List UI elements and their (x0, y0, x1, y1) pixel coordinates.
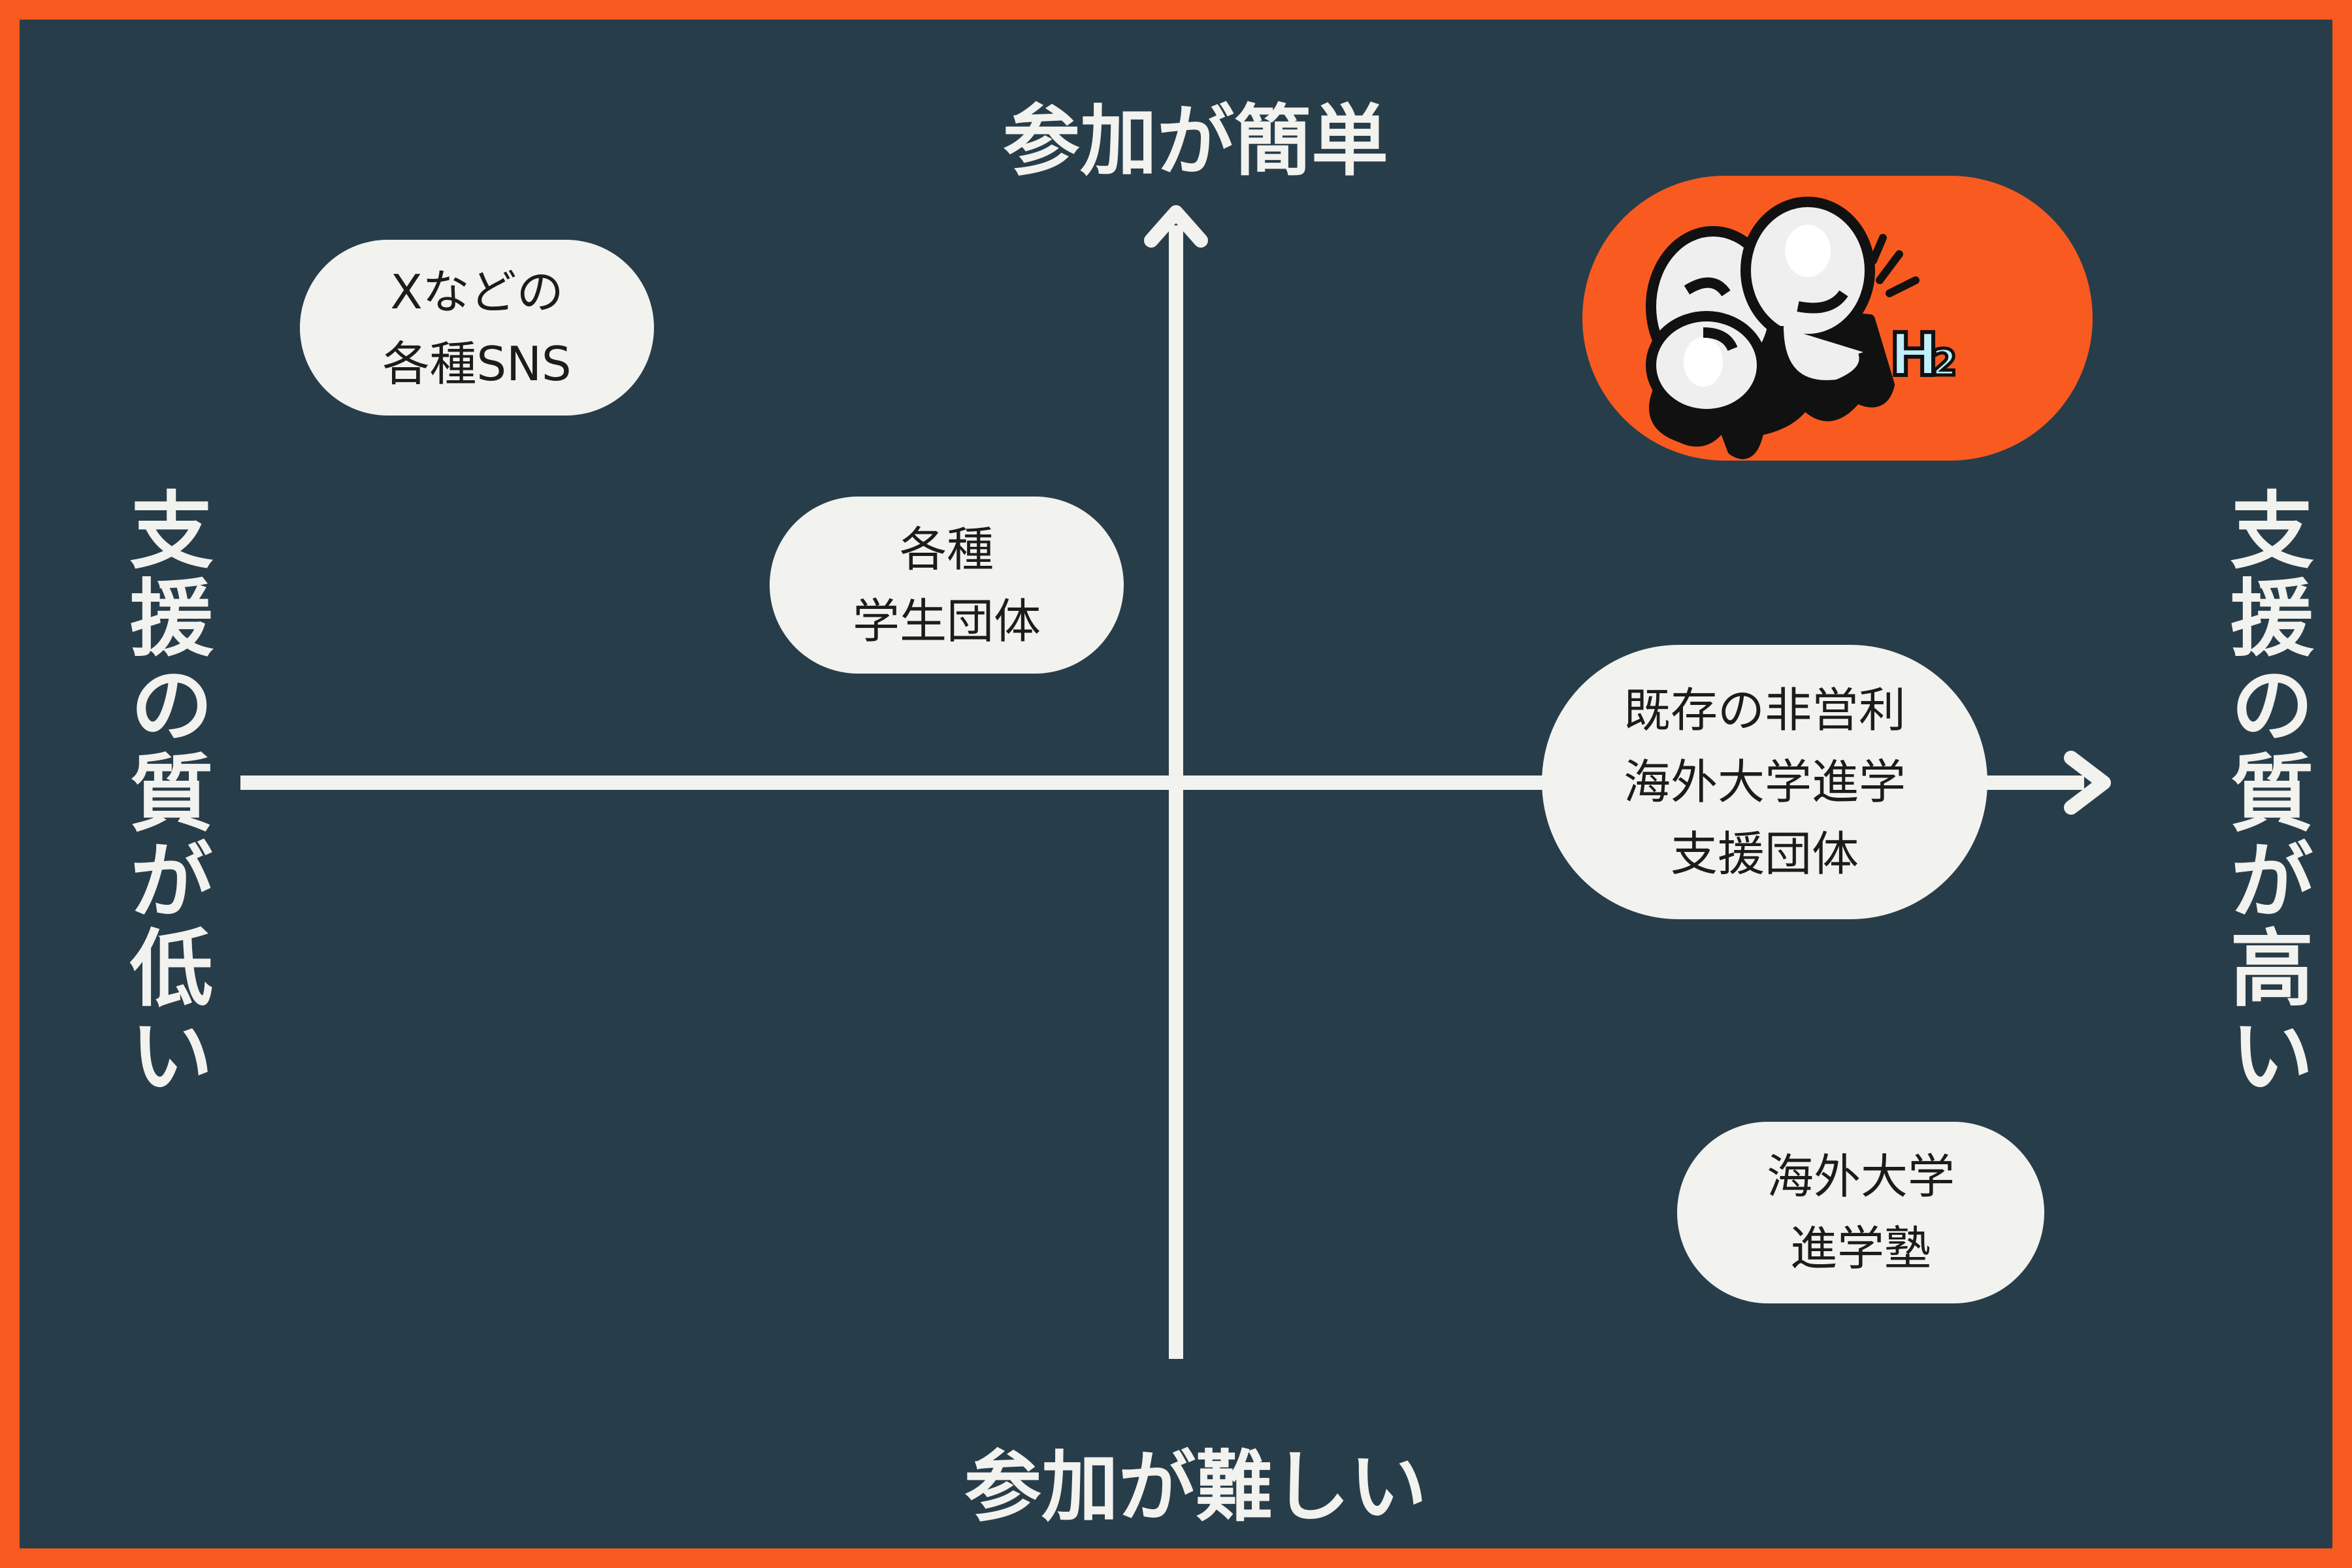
item-line: 学生団体 (852, 593, 1041, 649)
svg-text:H: H (1889, 321, 1938, 389)
right-axis-label: 支援の質が高い (2215, 487, 2313, 1100)
item-student-groups: 各種 学生団体 (770, 497, 1124, 674)
item-line: 進学塾 (1789, 1221, 1931, 1276)
item-line: Xなどの (390, 264, 564, 319)
item-line: 各種 (899, 521, 994, 577)
svg-text:2: 2 (1932, 342, 1957, 384)
item-line: 既存の非営利 (1623, 683, 1906, 738)
item-sns: Xなどの 各種SNS (300, 240, 654, 416)
logo-mark-icon: H 2 (1646, 197, 1959, 459)
item-line: 支援団体 (1670, 826, 1859, 881)
left-axis-label: 支援の質が低い (115, 487, 212, 1100)
item-line: 海外大学進学 (1623, 755, 1906, 809)
top-axis-label: 参加が簡単 (1002, 96, 1388, 186)
arrow-right-icon (2064, 751, 2111, 815)
logo: H 2 (1582, 176, 2093, 461)
item-prep-school: 海外大学 進学塾 (1677, 1122, 2044, 1303)
item-nonprofit-support: 既存の非営利 海外大学進学 支援団体 (1542, 645, 1987, 919)
bottom-axis-label: 参加が難しい (964, 1442, 1427, 1532)
arrow-up-icon (1144, 205, 1208, 248)
item-line: 各種SNS (382, 336, 572, 391)
item-line: 海外大学 (1766, 1149, 1955, 1204)
